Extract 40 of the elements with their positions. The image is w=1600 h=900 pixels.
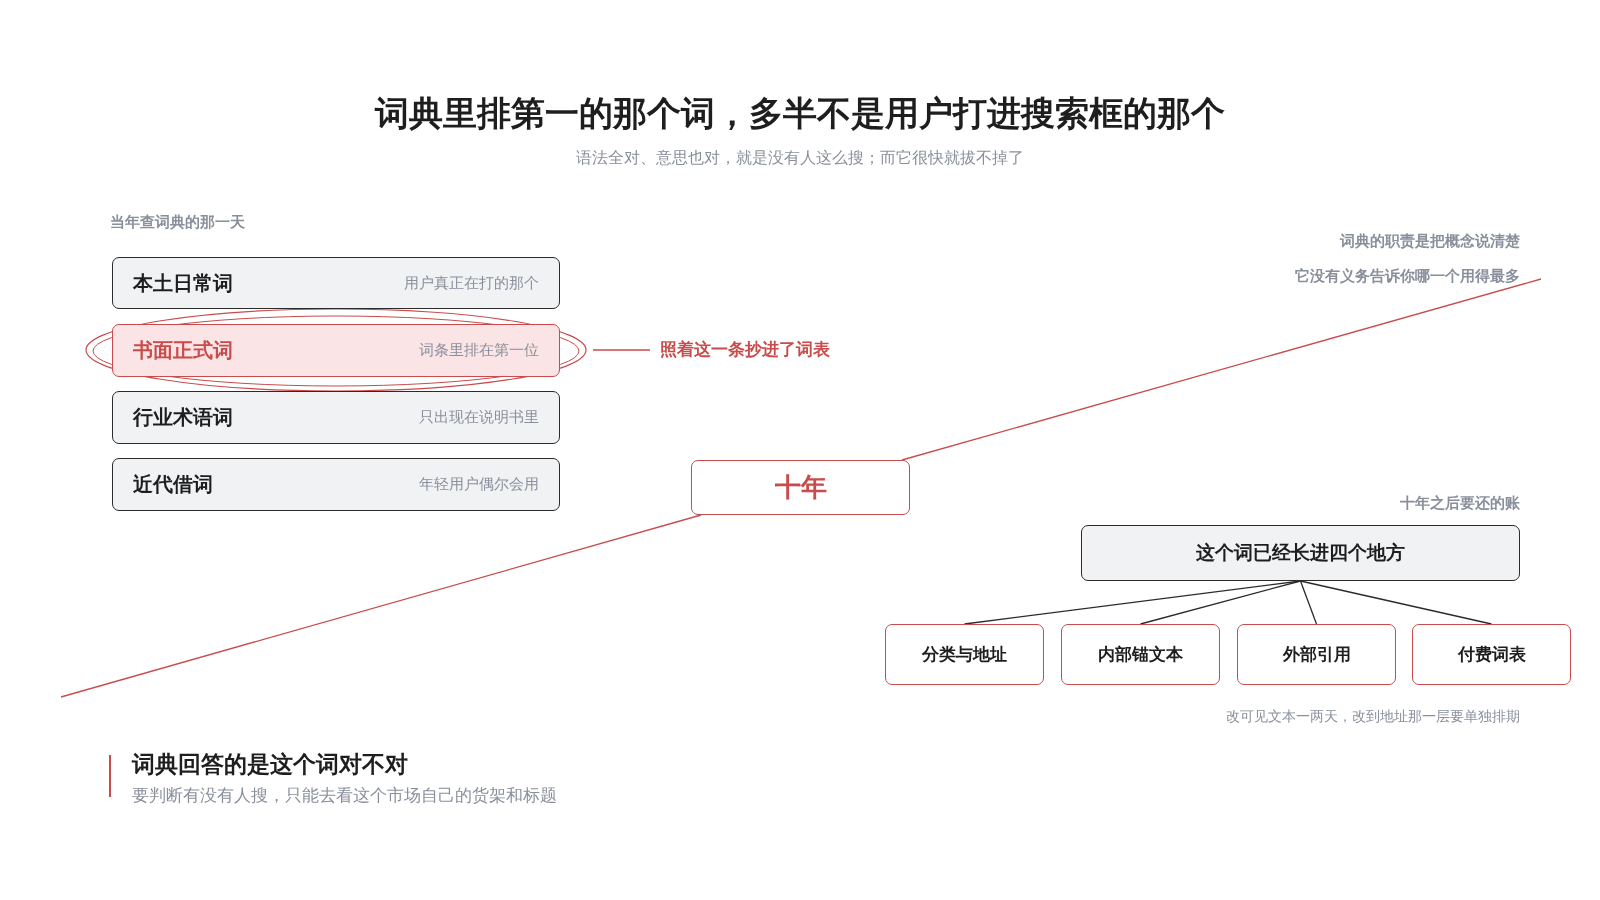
- conclusion-text: 要判断有没有人搜，只能去看这个市场自己的货架和标题: [132, 784, 557, 807]
- summary-box: [1081, 525, 1520, 581]
- section-label: 十年之后要还的账: [1400, 494, 1520, 513]
- word-label: 本土日常词: [133, 269, 233, 297]
- timeline-line: [60, 514, 702, 698]
- subtitle: 语法全对、意思也对，就是没有人这么搜；而它很快就拔不掉了: [575, 148, 1025, 169]
- word-label: 行业术语词: [133, 404, 233, 431]
- word-label: 近代借词: [133, 471, 213, 498]
- connector-line: [1299, 580, 1493, 625]
- word-box: [112, 391, 560, 444]
- word-label: 外部引用: [1282, 643, 1351, 666]
- word-label: 分类与地址: [922, 643, 1007, 666]
- note-text: 改可见文本一两天，改到地址那一层要单独排期: [1226, 708, 1520, 726]
- place-box: [1412, 624, 1571, 685]
- conclusion-heading: 词典回答的是这个词对不对: [132, 750, 408, 779]
- note-text: 用户真正在打的那个: [404, 273, 539, 293]
- note-text: 年轻用户偶尔会用: [419, 475, 539, 494]
- place-box: [1237, 624, 1396, 685]
- timeline-line: [901, 278, 1542, 461]
- connector-line: [1299, 580, 1318, 625]
- note-text: 只出现在说明书里: [419, 408, 539, 427]
- note-text: 词条里排在第一位: [419, 341, 539, 360]
- word-label: 十年: [774, 471, 827, 504]
- time-box: [691, 460, 910, 515]
- word-label: 这个词已经长进四个地方: [1196, 540, 1405, 565]
- word-label: 付费词表: [1457, 643, 1526, 666]
- highlighted-word-box: [112, 324, 560, 377]
- note-text: 词典的职责是把概念说清楚: [1340, 232, 1520, 251]
- title: 词典里排第一的那个词，多半不是用户打进搜索框的那个: [373, 92, 1226, 135]
- word-box: [112, 458, 560, 511]
- word-label: 内部锚文本: [1098, 643, 1183, 666]
- place-box: [885, 624, 1044, 685]
- word-box: [112, 257, 560, 309]
- connector-line: [1139, 580, 1302, 625]
- callout-text: 照着这一条抄进了词表: [660, 338, 840, 362]
- section-label: 当年查词典的那一天: [110, 213, 245, 232]
- word-label: 书面正式词: [133, 337, 233, 364]
- note-text: 它没有义务告诉你哪一个用得最多: [1295, 267, 1520, 286]
- place-box: [1061, 624, 1220, 685]
- leader-line: [592, 349, 651, 351]
